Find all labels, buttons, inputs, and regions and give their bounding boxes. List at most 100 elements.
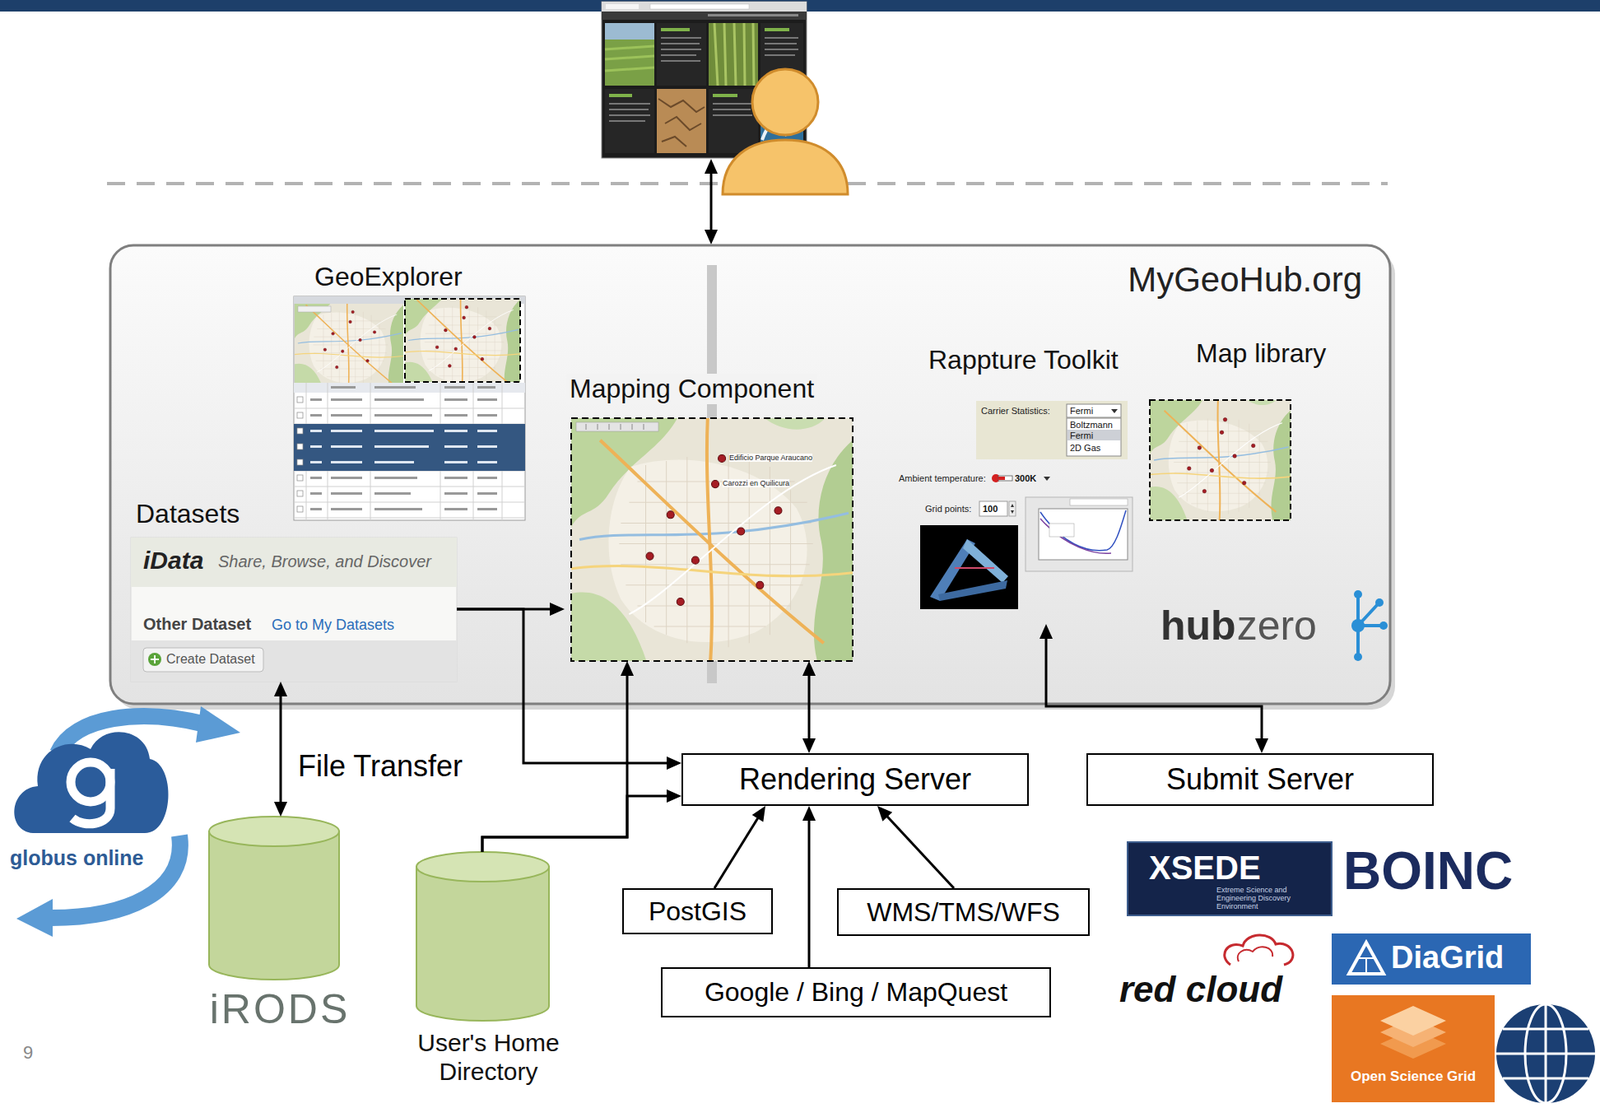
geoexplorer-screenshot xyxy=(310,476,322,480)
geoexplorer-screenshot xyxy=(404,298,521,382)
geoexplorer-screenshot xyxy=(293,289,526,521)
node-label: PostGIS xyxy=(648,896,747,927)
geoexplorer-screenshot xyxy=(293,423,526,471)
header-bar xyxy=(0,0,1600,12)
osg-logo xyxy=(1331,995,1495,1103)
diagrid-logo xyxy=(1348,942,1384,974)
connector-line xyxy=(714,812,762,889)
map-library-map xyxy=(1149,398,1291,523)
node-label: 300K xyxy=(1014,473,1037,484)
home-directory-cylinder xyxy=(416,851,549,1021)
geoexplorer-screenshot xyxy=(330,507,363,511)
geoexplorer-screenshot xyxy=(293,408,526,518)
node-label: Ambient temperature: xyxy=(898,473,987,484)
node-label: Share, Browse, and Discover xyxy=(218,552,432,572)
arrowhead xyxy=(1255,738,1269,754)
geoexplorer-screenshot xyxy=(330,398,363,401)
arrowhead xyxy=(274,681,288,697)
user-screenshot xyxy=(708,23,759,86)
logo-text: red cloud xyxy=(1119,971,1283,1008)
node-label: WMS/TMS/WFS xyxy=(866,897,1061,928)
node-label: 100 xyxy=(982,503,998,515)
hubzero-icon xyxy=(1353,652,1363,661)
node-label: Fermi xyxy=(1069,430,1094,442)
map-library-map xyxy=(1149,400,1291,521)
arrowhead xyxy=(802,660,816,676)
rappture-widgets xyxy=(979,501,1008,517)
geoexplorer-screenshot xyxy=(444,460,468,464)
geoexplorer-screenshot xyxy=(374,413,433,417)
server-box: Submit Server xyxy=(1086,753,1434,806)
user-screenshot xyxy=(712,103,753,116)
rappture-widgets xyxy=(1067,429,1121,441)
user-screenshot xyxy=(656,88,707,154)
arrowhead xyxy=(877,805,893,822)
storage-cylinder: iRODS xyxy=(194,816,366,1036)
node-label: MyGeoHub.org xyxy=(1127,260,1363,300)
connector xyxy=(802,805,816,968)
header-bar xyxy=(0,0,1600,12)
connector-line xyxy=(1046,632,1262,745)
user-screenshot xyxy=(604,88,655,154)
geoexplorer-screenshot xyxy=(444,445,468,448)
node-label: Boltzmann xyxy=(1069,419,1113,431)
component-panel: Map library xyxy=(1149,338,1346,521)
rappture-widgets xyxy=(1038,508,1128,560)
irods-cylinder xyxy=(209,831,340,980)
rappture-widgets xyxy=(976,400,1128,460)
idata-panel xyxy=(150,655,159,664)
idata-panel xyxy=(130,537,457,682)
geoexplorer-screenshot xyxy=(444,413,468,417)
geoexplorer-screenshot xyxy=(310,413,322,417)
platform-panel xyxy=(110,245,1391,704)
arrowhead xyxy=(752,805,766,823)
user-access-arrow xyxy=(704,158,718,245)
geoexplorer-screenshot xyxy=(310,429,498,464)
globe-logo xyxy=(1496,1004,1596,1103)
connector xyxy=(802,660,816,754)
geoexplorer-screenshot xyxy=(297,396,303,403)
geoexplorer-screenshot xyxy=(330,429,363,433)
map-place-label: Carozzi en Quilicura xyxy=(722,479,790,488)
user-screenshot xyxy=(650,4,749,10)
map-library-map xyxy=(1149,398,1291,523)
globus-logo xyxy=(195,706,241,743)
edge-label: File Transfer xyxy=(297,748,463,783)
storage-cylinder: User's Home Directory xyxy=(405,851,572,1089)
connector-line xyxy=(279,689,283,809)
hubzero-icon xyxy=(1351,618,1365,633)
geoexplorer-screenshot xyxy=(477,492,498,495)
rappture-widgets xyxy=(998,476,1005,480)
component-panel: GeoExplorer xyxy=(293,261,526,521)
source-box: WMS/TMS/WFS xyxy=(837,888,1090,936)
connector xyxy=(482,789,682,852)
user-icon xyxy=(752,69,819,135)
geoexplorer-screenshot xyxy=(477,386,496,389)
mapping-map xyxy=(576,422,659,432)
globus-logo xyxy=(70,762,111,802)
node-label: Other Dataset xyxy=(143,614,252,634)
user-screenshot xyxy=(656,23,707,86)
user-access-arrow xyxy=(704,229,718,245)
geoexplorer-screenshot xyxy=(374,507,423,511)
idata-panel xyxy=(148,652,162,666)
diagrid-logo xyxy=(1331,933,1531,985)
geoexplorer-screenshot xyxy=(330,445,363,448)
geoexplorer-screenshot xyxy=(477,507,498,511)
node-label: Map library xyxy=(1195,338,1326,369)
geoexplorer-screenshot xyxy=(297,506,303,512)
diagrid-logo xyxy=(1331,933,1531,985)
logo-tagline: Extreme Science and Engineering Discover… xyxy=(1216,886,1327,912)
node-label: User's Home Directory xyxy=(405,1028,572,1086)
arrowhead xyxy=(620,660,634,676)
logo-text: DiaGrid xyxy=(1390,941,1504,973)
redcloud-logo xyxy=(1224,934,1294,965)
source-box: PostGIS xyxy=(622,888,773,935)
mapping-map xyxy=(571,415,853,665)
geoexplorer-screenshot xyxy=(374,445,429,448)
logo-text: zero xyxy=(1237,604,1317,647)
geoexplorer-screenshot xyxy=(293,382,526,521)
user-icon xyxy=(722,69,848,195)
arrowhead xyxy=(666,756,682,770)
